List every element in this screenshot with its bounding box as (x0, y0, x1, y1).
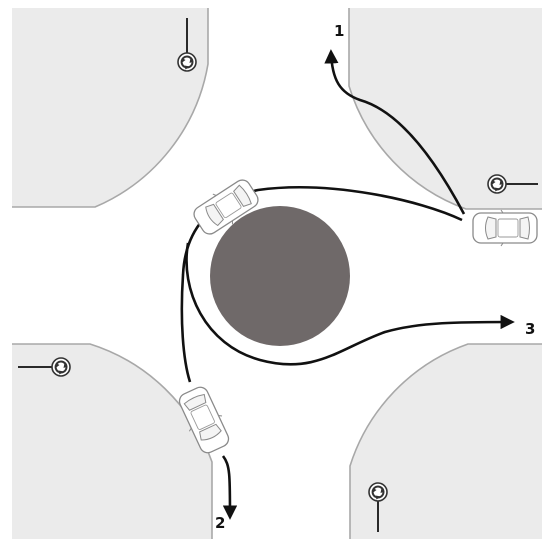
route-2-exit-path (221, 455, 238, 520)
car-icon (472, 209, 538, 247)
route-3-path (185, 242, 515, 366)
roundabout-sign-icon (368, 482, 388, 532)
corner-block-top-left (12, 8, 209, 208)
route-2-label: 2 (215, 514, 225, 532)
route-3-label: 3 (525, 320, 535, 338)
corner-block-top-right (348, 8, 542, 210)
roundabout-sign-icon (177, 18, 197, 72)
corner-block-bottom-right (349, 343, 542, 539)
corner-block-bottom-left (12, 343, 213, 539)
central-island (210, 206, 350, 346)
route-1-label: 1 (334, 22, 344, 40)
roundabout-sign-icon (487, 174, 538, 194)
roundabout-sign-icon (18, 357, 71, 377)
route-1-path (324, 49, 466, 215)
